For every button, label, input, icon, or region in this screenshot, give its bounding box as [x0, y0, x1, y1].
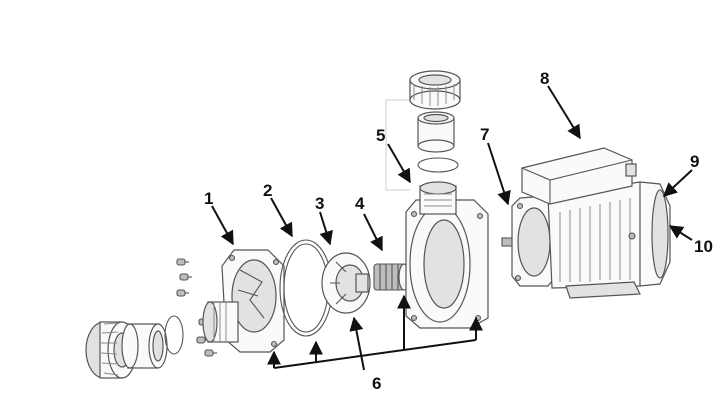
o-ring-left — [164, 315, 184, 355]
callout-5: 5 — [376, 126, 385, 145]
pump-housing — [405, 181, 489, 329]
arrow-5 — [387, 143, 411, 184]
callout-6: 6 — [372, 374, 381, 393]
arrow-4 — [363, 213, 383, 252]
callout-8: 8 — [540, 69, 549, 88]
tailpiece-left — [121, 323, 168, 369]
callout-2: 2 — [263, 181, 272, 200]
motor-body — [501, 147, 671, 299]
callout-4: 4 — [355, 194, 365, 213]
o-ring-top — [417, 157, 459, 173]
union-nut-top — [409, 70, 461, 110]
callout-1: 1 — [204, 189, 213, 208]
callout-10: 10 — [694, 237, 713, 256]
arrow-8 — [547, 85, 581, 140]
arrow-9 — [662, 169, 693, 197]
arrow-1 — [211, 205, 234, 246]
arrow-10 — [668, 225, 693, 241]
callout-3: 3 — [315, 194, 324, 213]
callout-7: 7 — [480, 125, 489, 144]
callout-9: 9 — [690, 152, 699, 171]
pump-front-cover — [202, 249, 285, 353]
mechanical-seal — [373, 263, 410, 291]
arrow-3 — [319, 211, 333, 246]
discharge-guides — [385, 99, 410, 191]
callout-labels: 1 2 3 4 5 6 7 8 9 10 — [204, 69, 713, 393]
kit-bracket — [267, 294, 483, 369]
tailpiece-top — [417, 111, 455, 153]
callout-arrows — [211, 85, 693, 371]
arrow-7 — [487, 142, 511, 206]
arrow-6 — [349, 316, 365, 371]
impeller — [321, 252, 371, 314]
arrow-2 — [270, 197, 293, 238]
